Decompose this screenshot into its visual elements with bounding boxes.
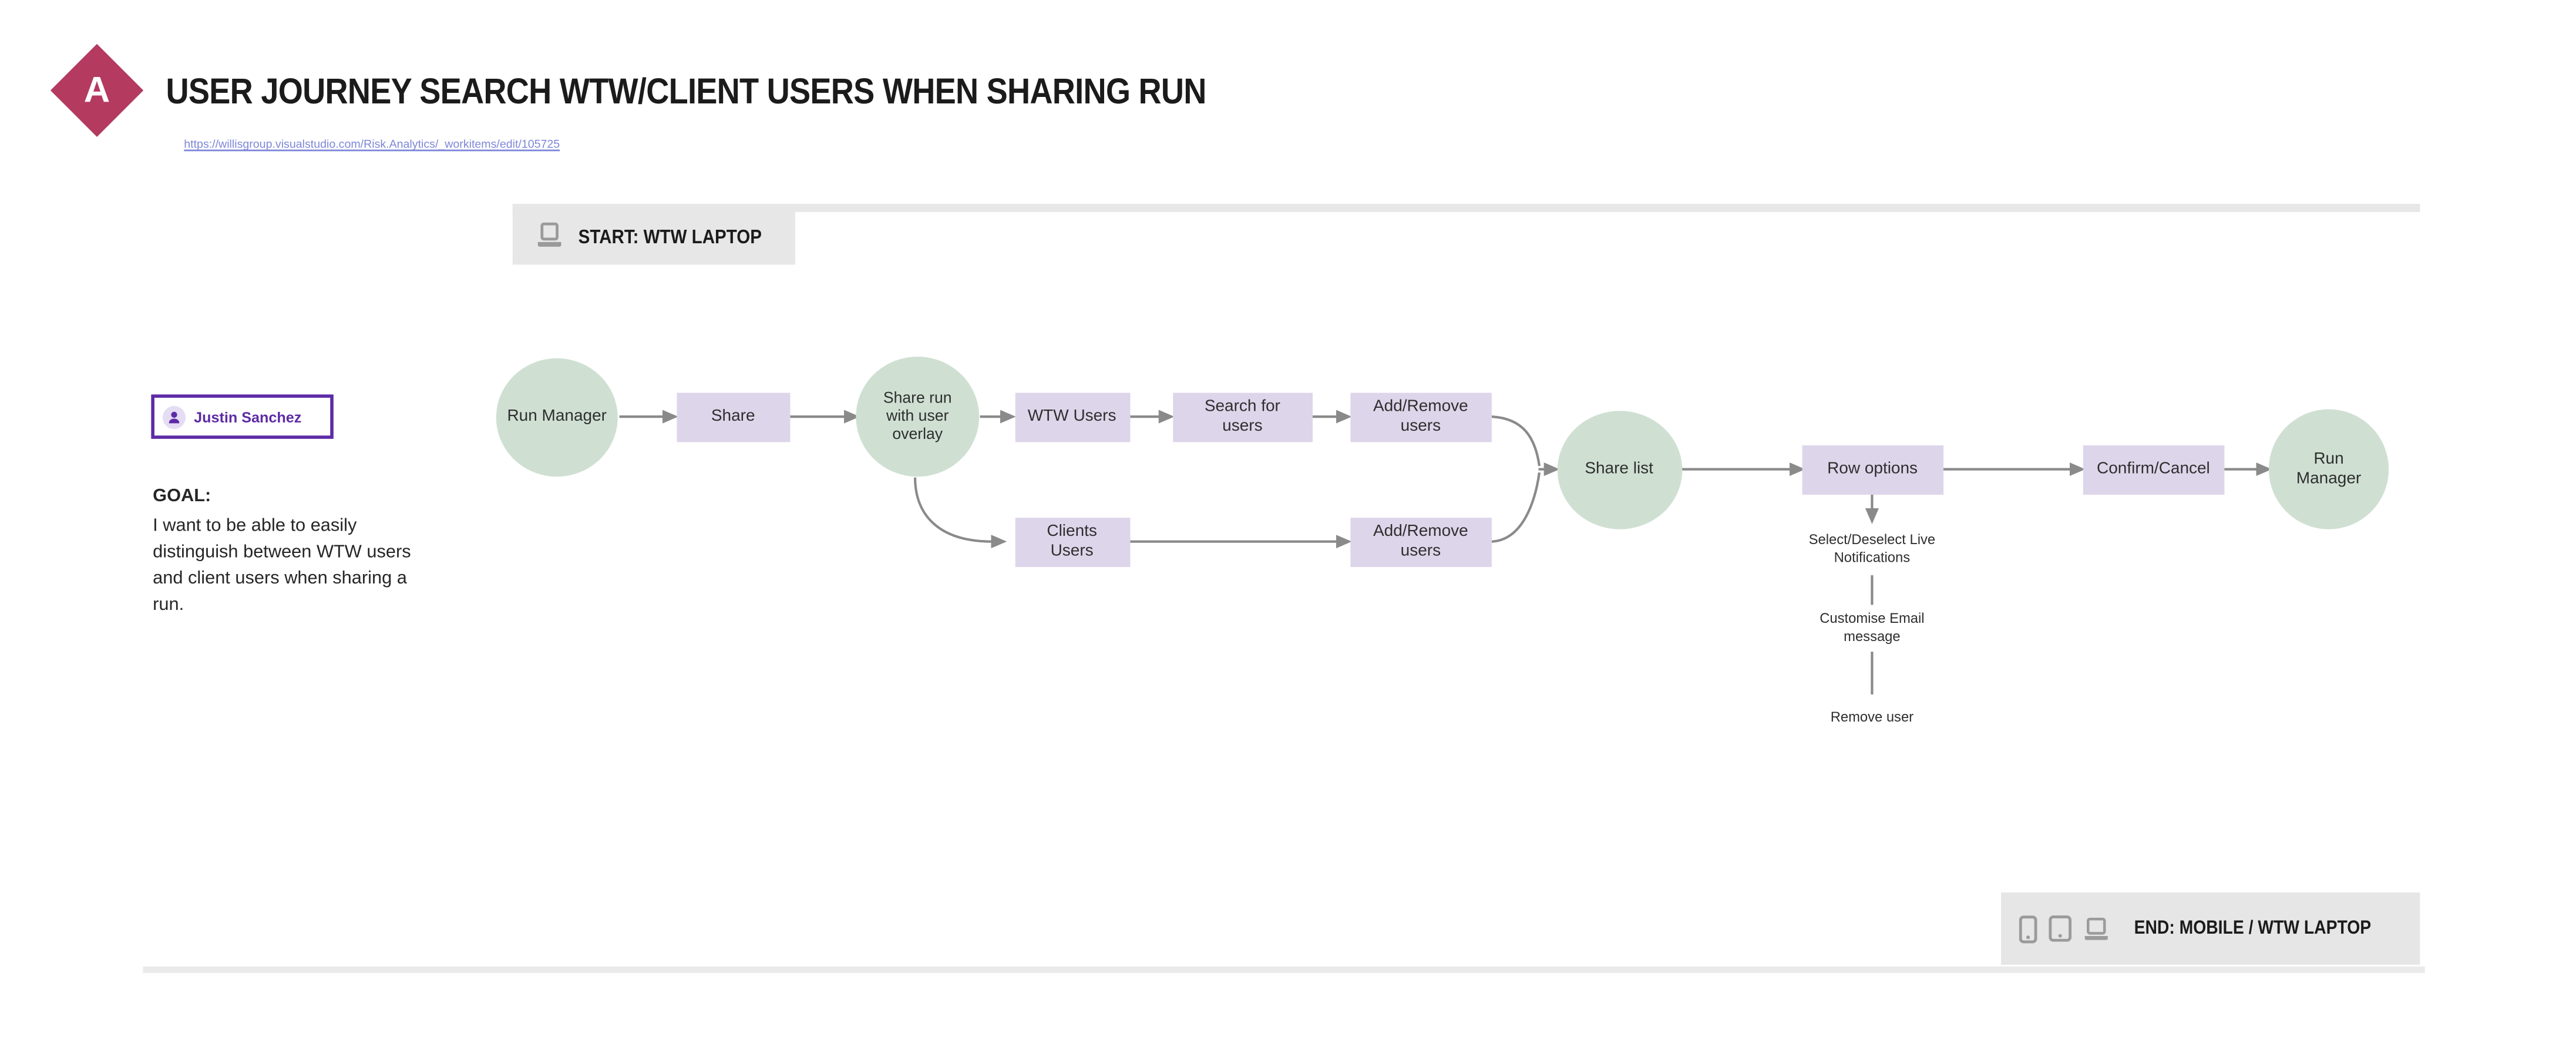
flow-node-run-manager-start: Run Manager xyxy=(496,357,618,476)
flow-node-label: Confirm/Cancel xyxy=(2097,459,2210,478)
flow-node-label: Add/Remove users xyxy=(1373,522,1468,560)
flow-node-label: Row options xyxy=(1827,459,1918,478)
persona-card: Justin Sanchez xyxy=(151,394,334,439)
start-banner: START: WTW LAPTOP xyxy=(512,209,795,266)
flow-node-add-remove-users-wtw: Add/Remove users xyxy=(1349,392,1492,442)
flow-node-share-list: Share list xyxy=(1556,410,1682,529)
flow-node-search-for-users: Search for users xyxy=(1172,392,1313,442)
flow-node-row-options: Row options xyxy=(1802,444,1943,494)
start-banner-rail xyxy=(512,203,2419,212)
flow-node-label: Search for users xyxy=(1204,397,1280,435)
end-banner-rail xyxy=(143,965,2425,973)
person-icon xyxy=(169,411,180,422)
flow-node-run-manager-end: Run Manager xyxy=(2268,409,2389,529)
workitem-link[interactable]: https://willisgroup.visualstudio.com/Ris… xyxy=(184,139,560,152)
flow-node-label: Run Manager xyxy=(2296,450,2362,488)
tablet-icon xyxy=(2049,915,2072,950)
persona-name: Justin Sanchez xyxy=(194,408,302,425)
persona-avatar xyxy=(162,405,186,428)
flow-node-clients-users: Clients Users xyxy=(1014,516,1130,566)
start-banner-label: START: WTW LAPTOP xyxy=(578,226,762,249)
flow-node-share-run-overlay: Share run with user overlay xyxy=(856,356,980,477)
phone-icon xyxy=(2019,914,2037,951)
laptop-icon xyxy=(2083,916,2110,949)
flow-node-label: Share xyxy=(711,407,755,425)
flow-node-label: Clients Users xyxy=(1047,522,1097,560)
end-banner: END: MOBILE / WTW LAPTOP xyxy=(2000,892,2420,964)
flow-node-confirm-cancel: Confirm/Cancel xyxy=(2083,444,2224,494)
flow-node-share: Share xyxy=(676,392,791,442)
flow-node-label: WTW Users xyxy=(1027,407,1117,425)
annotation-customise-email-message: Customise Email message xyxy=(1820,609,1925,645)
flow-node-label: Run Manager xyxy=(507,407,607,425)
end-banner-label: END: MOBILE / WTW LAPTOP xyxy=(2134,918,2372,938)
goal-heading: GOAL: xyxy=(153,486,211,506)
flow-node-label: Share run with user overlay xyxy=(883,389,952,444)
annotation-remove-user: Remove user xyxy=(1830,707,1914,724)
goal-text: I want to be able to easily distinguish … xyxy=(153,516,411,615)
flow-node-add-remove-users-clients: Add/Remove users xyxy=(1349,516,1492,566)
flow-node-wtw-users: WTW Users xyxy=(1014,392,1130,442)
page-title: USER JOURNEY SEARCH WTW/CLIENT USERS WHE… xyxy=(166,71,1207,112)
logo-letter: A xyxy=(83,69,110,110)
flow-node-label: Share list xyxy=(1585,459,1653,478)
laptop-icon xyxy=(536,222,564,257)
annotation-select-deselect-live-notifications: Select/Deselect Live Notifications xyxy=(1808,530,1936,566)
flow-node-label: Add/Remove users xyxy=(1373,397,1468,435)
